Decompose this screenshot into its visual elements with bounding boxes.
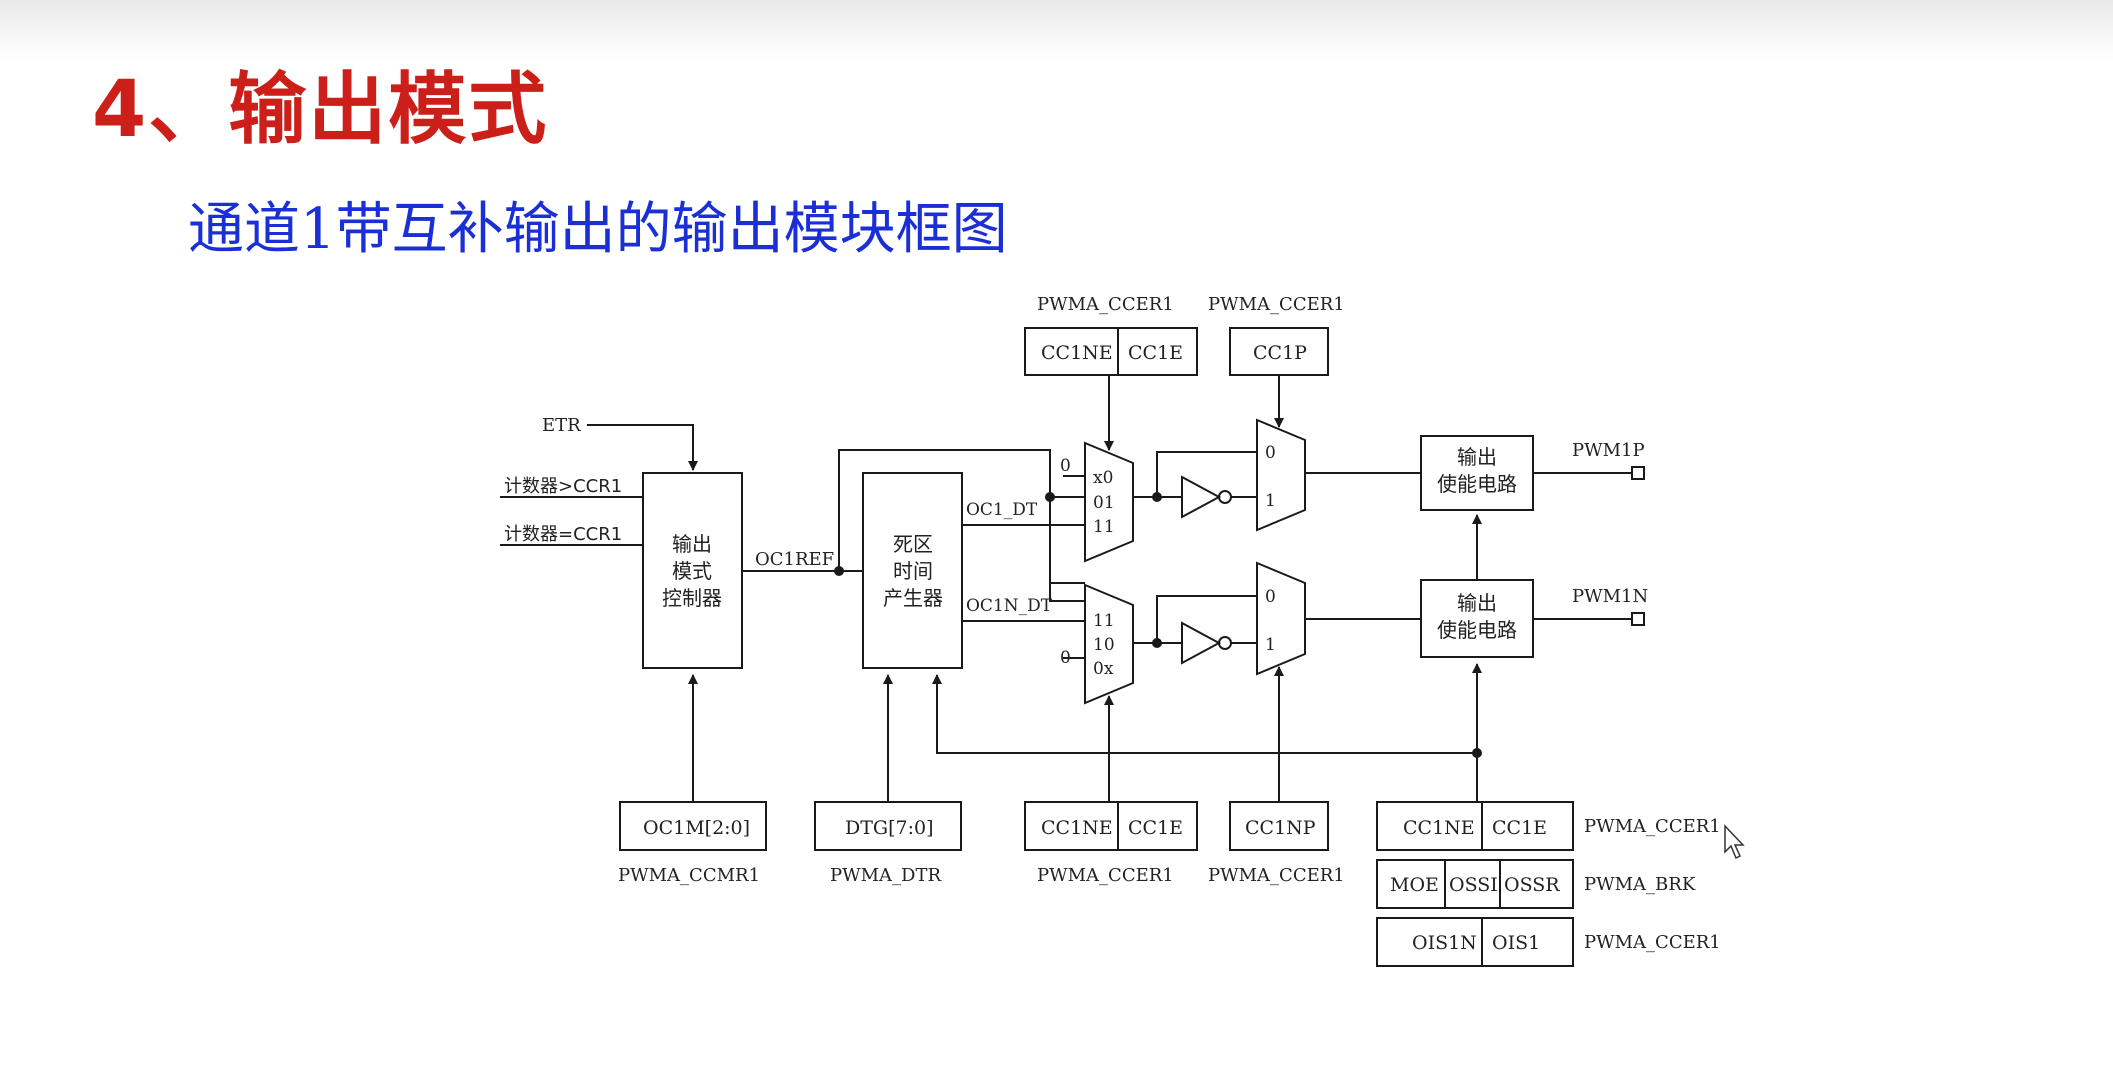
ctrl-line-3: 控制器 <box>662 586 722 610</box>
reg-name-right: PWMA_CCER1 <box>1584 816 1721 837</box>
reg-name-dtr: PWMA_DTR <box>830 865 941 886</box>
inverter-top <box>1181 475 1222 519</box>
dtg-line-1: 死区 <box>893 532 933 556</box>
reg-top-ccer-a <box>1024 327 1198 376</box>
field-ois1n: OIS1N <box>1412 932 1477 954</box>
pol-bot-1: 1 <box>1265 635 1276 655</box>
window-top-bar <box>0 0 2113 62</box>
reg-name-top-a: PWMA_CCER1 <box>1037 294 1174 315</box>
label-oc1n-dt: OC1N_DT <box>966 596 1053 616</box>
reg-right-ccer2 <box>1376 917 1574 967</box>
label-cnt-gt: 计数器>CCR1 <box>504 476 622 497</box>
reg-right-ccer <box>1376 801 1574 851</box>
label-oc1-dt: OC1_DT <box>966 500 1038 520</box>
reg-name-bot-a: PWMA_CCER1 <box>1037 865 1174 886</box>
enable-bot-line-1: 输出 <box>1457 591 1497 615</box>
pol-top-1: 1 <box>1265 491 1276 511</box>
mouse-cursor-icon <box>1724 824 1745 860</box>
mux-top-in-11: 11 <box>1093 517 1115 537</box>
label-pwm1n: PWM1N <box>1572 586 1648 607</box>
mux-top-in-x0: x0 <box>1093 468 1113 488</box>
field-right-cc1ne: CC1NE <box>1403 817 1475 839</box>
mux-bottom <box>1084 583 1134 705</box>
reg-dtr <box>814 801 962 851</box>
etr-line <box>587 424 698 471</box>
enable-bot-line-2: 使能电路 <box>1437 618 1517 642</box>
mux-top-zero: 0 <box>1060 456 1071 476</box>
pin-pwm1n <box>1631 612 1645 626</box>
enable-top-line-1: 输出 <box>1457 445 1497 469</box>
label-pwm1p: PWM1P <box>1572 440 1645 461</box>
reg-ccmr <box>619 801 767 851</box>
field-bot-cc1np: CC1NP <box>1245 817 1316 839</box>
ctrl-line-1: 输出 <box>672 532 712 556</box>
reg-bot-ccer-a <box>1024 801 1198 851</box>
field-moe: MOE <box>1390 874 1439 896</box>
field-right-cc1e: CC1E <box>1492 817 1547 839</box>
field-ois1: OIS1 <box>1492 932 1540 954</box>
field-top-cc1ne: CC1NE <box>1041 342 1113 364</box>
dtg-line-3: 产生器 <box>883 586 943 610</box>
reg-name-brk: PWMA_BRK <box>1584 874 1696 895</box>
reg-name-top-b: PWMA_CCER1 <box>1208 294 1345 315</box>
pol-bot-0: 0 <box>1265 587 1276 607</box>
mux-top <box>1084 441 1134 563</box>
reg-name-ccmr: PWMA_CCMR1 <box>618 865 760 886</box>
field-dtg: DTG[7:0] <box>845 817 934 839</box>
reg-brk <box>1376 859 1574 909</box>
mux-top-in-01: 01 <box>1093 493 1115 513</box>
label-cnt-eq: 计数器=CCR1 <box>504 524 622 545</box>
inverter-bottom <box>1181 621 1222 665</box>
mux-bot-in-11: 11 <box>1093 611 1115 631</box>
field-bot-cc1e: CC1E <box>1128 817 1183 839</box>
mux-bottom-pol <box>1256 561 1306 676</box>
mux-bot-zero: 0 <box>1060 648 1071 668</box>
mux-top-pol <box>1256 418 1306 532</box>
field-top-cc1e: CC1E <box>1128 342 1183 364</box>
field-ossr: OSSR <box>1504 874 1560 896</box>
enable-top-line-2: 使能电路 <box>1437 472 1517 496</box>
pol-top-0: 0 <box>1265 443 1276 463</box>
label-oc1ref: OC1REF <box>755 549 834 570</box>
label-etr: ETR <box>542 415 581 436</box>
reg-name-bot-b: PWMA_CCER1 <box>1208 865 1345 886</box>
field-ossi: OSSI <box>1449 874 1498 896</box>
field-top-cc1p: CC1P <box>1253 342 1307 364</box>
slide-title: 4、输出模式 <box>92 65 549 155</box>
reg-name-right2: PWMA_CCER1 <box>1584 932 1721 953</box>
pin-pwm1p <box>1631 466 1645 480</box>
slide-subtitle: 通道1带互补输出的输出模块框图 <box>188 197 1008 262</box>
mux-bot-in-10: 10 <box>1093 635 1115 655</box>
field-bot-cc1ne: CC1NE <box>1041 817 1113 839</box>
reg-bot-ccer-b <box>1229 801 1329 851</box>
field-oc1m: OC1M[2:0] <box>643 817 750 839</box>
ctrl-line-2: 模式 <box>672 559 712 583</box>
mux-bot-in-0x: 0x <box>1093 659 1114 679</box>
dtg-line-2: 时间 <box>893 559 933 583</box>
